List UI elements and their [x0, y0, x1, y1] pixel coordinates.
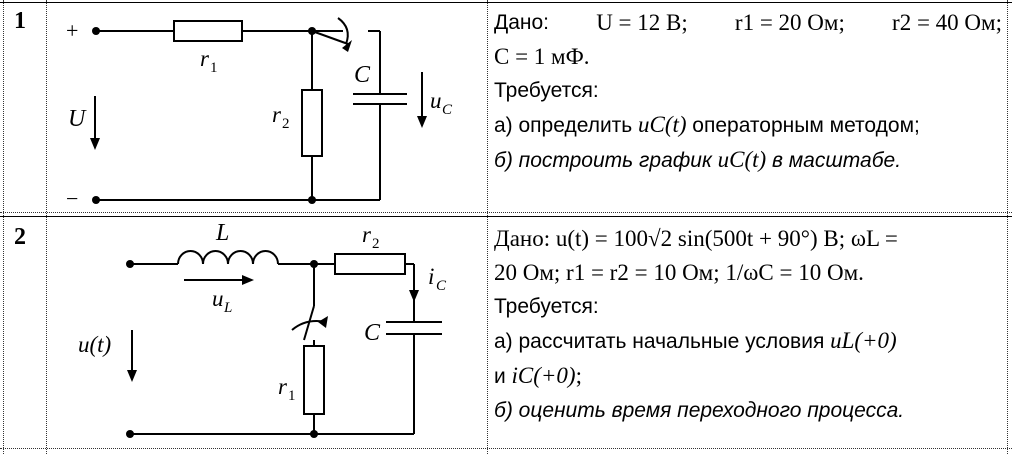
task-a2-suffix-p2: ;: [575, 363, 582, 388]
task-b-suffix: в масштабе.: [771, 149, 902, 172]
r2-label: r: [272, 102, 282, 127]
required-label-p2: Требуется:: [494, 295, 599, 318]
table-bottom-border: [0, 448, 1012, 449]
plus-terminal-label: +: [66, 18, 78, 43]
problem-1-text: Дано: U = 12 В; r1 = 20 Ом; r2 = 40 Ом; …: [494, 6, 1002, 178]
given-line-2: C = 1 мФ.: [494, 44, 590, 69]
task-a-line2-p2: и iC(+0);: [494, 359, 1002, 394]
r1-label: r: [200, 46, 210, 71]
uC-subscript: C: [442, 102, 453, 118]
task-b-function: uC(t): [717, 147, 767, 172]
r1-subscript-2: 1: [288, 388, 296, 404]
uC-label: u: [430, 88, 442, 113]
capacitor-C-label-2: C: [364, 320, 381, 346]
task-a-prefix: а) определить: [494, 114, 633, 137]
row-divider-solid: [0, 216, 1012, 217]
r1-subscript: 1: [210, 60, 218, 76]
r1-label-2: r: [278, 374, 288, 399]
source-u-t-label: u(t): [78, 332, 111, 357]
task-a-suffix: операторным методом;: [692, 114, 920, 137]
table-left-border: [3, 0, 4, 454]
task-a2-function-p2: iC(+0): [511, 363, 576, 388]
task-a: а) определить uC(t) операторным методом;: [494, 108, 1002, 143]
task-a-prefix-p2: а) рассчитать начальные условия: [494, 330, 825, 353]
task-a-function: uC(t): [637, 112, 687, 137]
capacitor-C-label: C: [354, 62, 371, 88]
given-line-1-p2: Дано: u(t) = 100√2 sin(500t + 90°) В; ωL…: [494, 226, 898, 251]
table-top-border: [0, 2, 1012, 3]
task-b-prefix: б) построить график: [494, 149, 712, 172]
iC-subscript: C: [436, 278, 447, 294]
circuit-diagram-2: L r 2 i C u L u(t) C r 1: [78, 220, 447, 438]
r2-label-2: r: [362, 222, 372, 247]
inductor-L-label: L: [215, 220, 229, 246]
circuit-column-divider: [487, 0, 488, 454]
task-a-p2: а) рассчитать начальные условия uL(+0): [494, 324, 1002, 359]
task-a2-prefix-p2: и: [494, 365, 506, 388]
voltage-U-label: U: [68, 106, 87, 132]
given-r1: r1 = 20 Ом;: [734, 10, 845, 35]
required-label: Требуется:: [494, 79, 599, 102]
given-label: Дано:: [494, 11, 550, 34]
given-U: U = 12 В;: [596, 10, 688, 35]
r2-subscript-2: 2: [372, 236, 380, 252]
iC-label: i: [428, 264, 434, 289]
circuit-diagram-1: + − U r 1 r 2 C u C: [66, 17, 453, 211]
uL-label: u: [212, 286, 224, 311]
minus-terminal-label: −: [66, 186, 78, 211]
given-line-1: Дано: U = 12 В; r1 = 20 Ом; r2 = 40 Ом;: [494, 6, 1002, 40]
table-right-border: [1007, 0, 1008, 454]
given-r2: r2 = 40 Ом;: [892, 10, 1002, 35]
problem-number-2: 2: [14, 224, 26, 250]
problem-number-1: 1: [14, 8, 26, 34]
problem-2-text: Дано: u(t) = 100√2 sin(500t + 90°) В; ωL…: [494, 222, 1002, 428]
given-line-2-p2: 20 Ом; r1 = r2 = 10 Ом; 1/ωC = 10 Ом.: [494, 260, 864, 285]
row-divider: [0, 212, 1012, 213]
number-column-divider: [46, 0, 47, 454]
uL-subscript: L: [223, 300, 232, 316]
task-b: б) построить график uC(t) в масштабе.: [494, 143, 1002, 178]
task-a-function-p2: uL(+0): [830, 328, 897, 353]
task-b-p2: б) оценить время переходного процесса.: [494, 399, 905, 422]
r2-subscript: 2: [282, 116, 290, 132]
